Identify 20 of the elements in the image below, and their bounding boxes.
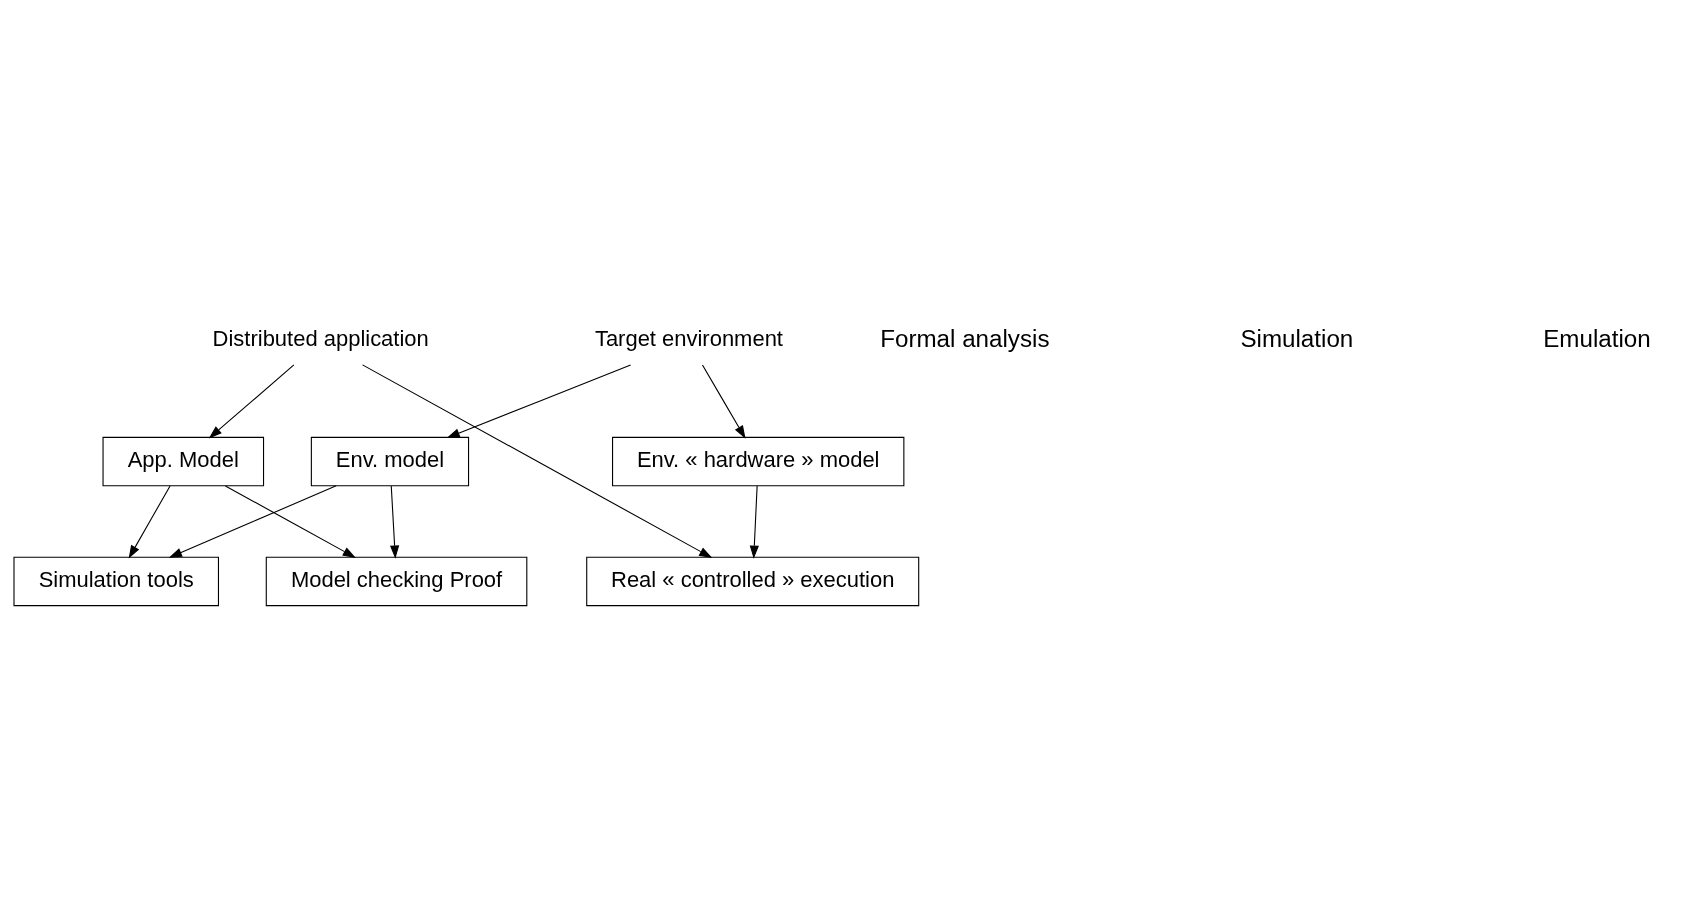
arrow — [128, 485, 171, 559]
node-box: Env. « hardware » model — [612, 436, 905, 487]
arrow — [390, 485, 400, 559]
node-box: Model checking Proof — [265, 556, 528, 607]
arrow — [701, 364, 746, 439]
node-box: Simulation tools — [13, 556, 219, 607]
node-text: Distributed application — [212, 326, 429, 352]
node-box: App. Model — [102, 436, 265, 487]
arrow — [224, 485, 356, 558]
arrow — [749, 485, 759, 559]
arrow — [361, 364, 713, 558]
arrow — [208, 364, 295, 439]
arrow — [446, 364, 632, 438]
arrow — [168, 485, 337, 558]
label: Emulation — [1543, 324, 1651, 352]
node-box: Env. model — [310, 436, 470, 487]
node-text: Target environment — [594, 326, 783, 352]
label: Formal analysis — [880, 324, 1050, 352]
node-box: Real « controlled » execution — [586, 556, 920, 607]
label: Simulation — [1240, 324, 1354, 352]
